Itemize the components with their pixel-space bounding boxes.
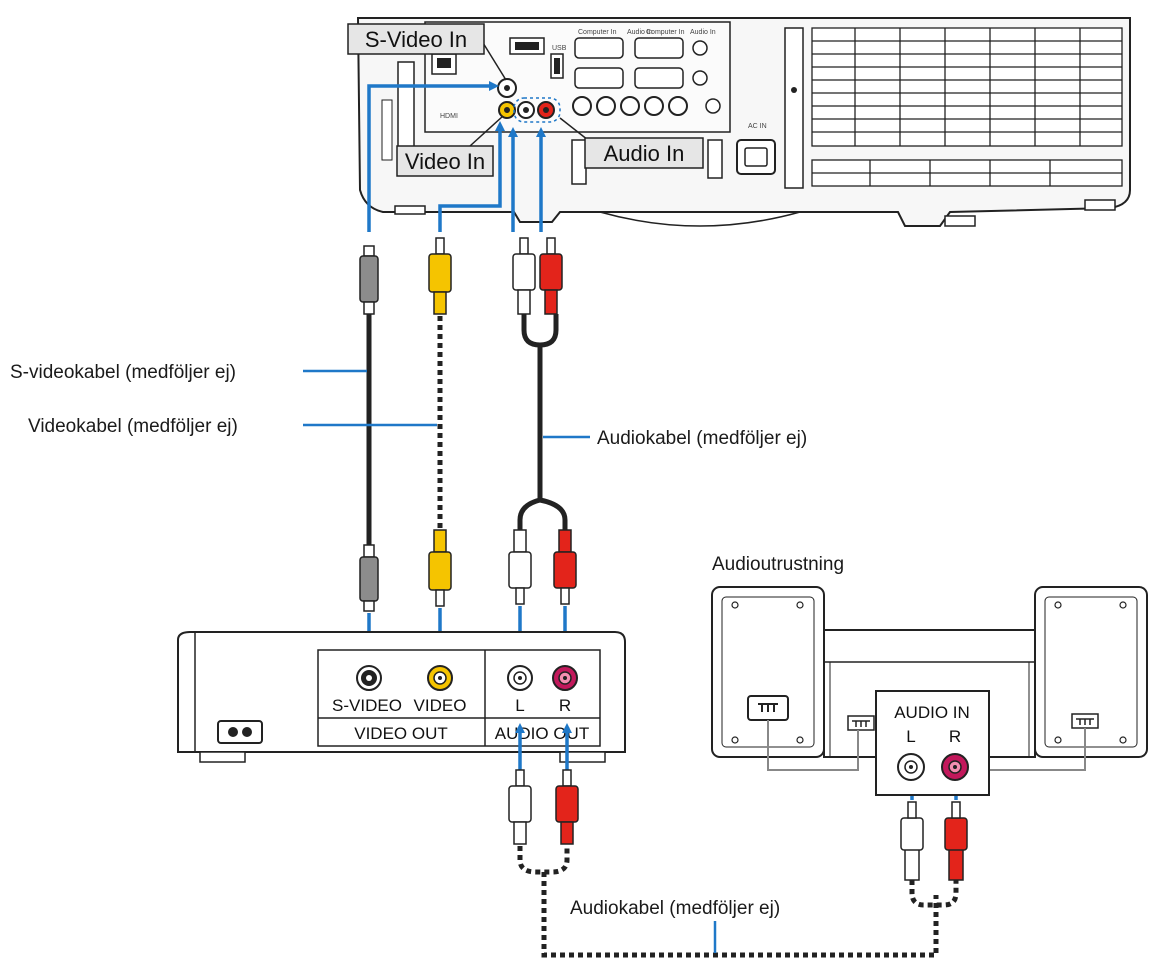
player-power-inlet (217, 720, 263, 744)
port-label: Computer In (646, 29, 685, 36)
port-label: Audio In (690, 29, 716, 36)
signal-arrows-projector (367, 81, 546, 232)
video-player: S-VIDEO VIDEO L R VIDEO OUT AUDIO OUT (177, 631, 626, 763)
video-plug-bottom (428, 529, 452, 607)
audio-in-panel (875, 690, 990, 796)
video-arrow (438, 121, 505, 232)
video-out-label: VIDEO OUT (354, 724, 448, 743)
port-label: AC IN (748, 123, 767, 130)
svideo-cable-label: S-videokabel (medföljer ej) (10, 362, 236, 383)
svideo-in-label: S-Video In (365, 27, 467, 52)
port-label: USB (552, 45, 567, 52)
svideo-cable-callout: S-videokabel (medföljer ej) (10, 362, 367, 383)
player-right-label: R (559, 696, 571, 715)
bnc-ports (572, 96, 721, 116)
svideo-in-callout: S-Video In (347, 23, 507, 81)
svideo-arrow (367, 81, 499, 232)
audio-out-label: AUDIO OUT (495, 724, 589, 743)
svideo-plug-top (359, 245, 379, 315)
audio-cable-callout-bottom: Audiokabel (medföljer ej) (570, 898, 780, 953)
speaker-input-plugs (900, 801, 968, 881)
audio-in-label: Audio In (604, 141, 685, 166)
audio-cable-callout-top: Audiokabel (medföljer ej) (543, 428, 807, 449)
player-svideo-label: S-VIDEO (332, 696, 402, 715)
audio-equipment-audio-in-label: AUDIO IN (894, 703, 970, 722)
computer-in-ports (574, 37, 708, 89)
audio-plugs-bottom (508, 529, 577, 605)
player-left-label: L (515, 696, 524, 715)
video-in-callout: Video In (396, 115, 504, 177)
port-label: HDMI (440, 113, 458, 120)
audio-out-plugs (508, 769, 579, 845)
audio-equipment-title: Audioutrustning (712, 554, 844, 575)
projector-vent (811, 27, 1123, 187)
audio-equipment-right-label: R (949, 727, 961, 746)
video-cable-label: Videokabel (medföljer ej) (28, 416, 238, 437)
audio-equipment: AUDIO IN L R (711, 586, 1148, 796)
audio-equipment-left-label: L (906, 727, 915, 746)
audio-out-arrows (515, 723, 572, 770)
audio-cable-label-bottom: Audiokabel (medföljer ej) (570, 898, 780, 919)
projector: Computer In Audio In Computer In Audio I… (356, 17, 1131, 227)
audio-plugs-top (512, 237, 563, 315)
video-plug-top (428, 237, 452, 315)
audio-in-callout: Audio In (559, 117, 704, 169)
video-in-label: Video In (405, 149, 485, 174)
port-label: Computer In (578, 29, 617, 36)
audio-cable-label-top: Audiokabel (medföljer ej) (597, 428, 807, 449)
audio-cable-top (517, 314, 568, 530)
svideo-plug-bottom (359, 544, 379, 612)
port-label: Audio In (627, 29, 653, 36)
player-video-label: VIDEO (414, 696, 467, 715)
right-speaker (1034, 586, 1148, 758)
audio-cable-bottom (517, 846, 959, 958)
video-cable-callout: Videokabel (medföljer ej) (28, 416, 437, 437)
